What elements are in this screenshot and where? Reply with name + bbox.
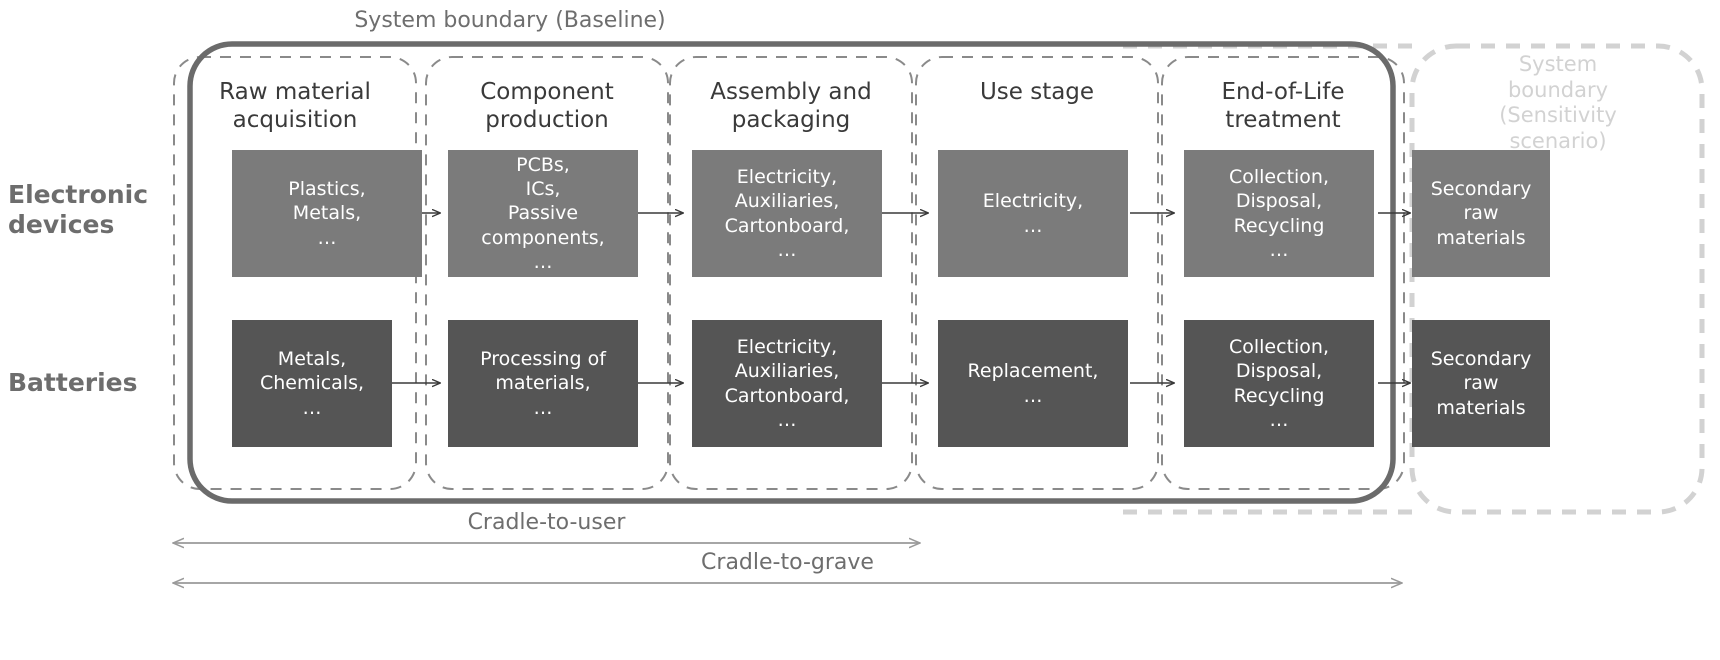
box-line: Auxiliaries,	[734, 190, 840, 213]
box-line: PCBs,	[516, 153, 570, 176]
box-line: Recycling	[1233, 384, 1325, 407]
process-box-electronic-devices-end-of-life-treatment: Collection, Disposal, Recycling …	[1184, 150, 1374, 277]
stage-header-line-1: Component	[480, 79, 614, 105]
box-line: …	[777, 238, 797, 261]
row-label-electronic-devices: Electronic devices	[8, 180, 184, 239]
span-label-cradle-to-user: Cradle-to-user	[467, 510, 626, 535]
row-label-line-2: devices	[8, 209, 115, 239]
box-line: Disposal,	[1235, 360, 1323, 383]
box-line: raw	[1463, 202, 1499, 225]
box-line: Secondary	[1430, 178, 1532, 201]
box-line: …	[1023, 214, 1043, 237]
box-line: …	[777, 408, 797, 431]
stage-header-raw-material-acquisition: Raw material acquisition	[176, 79, 414, 134]
stage-header-line-1: End-of-Life	[1221, 79, 1345, 105]
box-line: Collection,	[1228, 165, 1330, 188]
box-line: Replacement,	[967, 360, 1099, 383]
process-box-electronic-devices-assembly-and-packaging: Electricity, Auxiliaries, Cartonboard, …	[692, 150, 882, 277]
process-box-electronic-devices-component-production: PCBs, ICs, Passive components, …	[448, 150, 638, 277]
box-line: …	[1269, 408, 1289, 431]
box-line: Auxiliaries,	[734, 360, 840, 383]
span-label-cradle-to-grave: Cradle-to-grave	[701, 550, 874, 575]
process-box-batteries-end-of-life-treatment: Collection, Disposal, Recycling …	[1184, 320, 1374, 447]
process-box-electronic-devices-raw-material-acquisition: Plastics, Metals, …	[232, 150, 422, 277]
box-line: raw	[1463, 372, 1499, 395]
box-line: …	[302, 396, 322, 419]
sensitivity-title-line-1: System	[1518, 52, 1598, 76]
box-line: …	[1269, 238, 1289, 261]
stage-header-line-2: production	[485, 106, 609, 133]
stage-header-line-1: Use stage	[979, 79, 1095, 105]
process-box-batteries-secondary-raw-materials: Secondary raw materials	[1412, 320, 1550, 447]
box-line: Collection,	[1228, 335, 1330, 358]
stage-header-line-2: acquisition	[232, 106, 358, 133]
box-line: materials,	[495, 372, 591, 395]
stage-header-component-production: Component production	[428, 79, 666, 134]
box-line: Disposal,	[1235, 190, 1323, 213]
baseline-boundary-title: System boundary (Baseline)	[354, 8, 666, 33]
process-box-batteries-assembly-and-packaging: Electricity, Auxiliaries, Cartonboard, …	[692, 320, 882, 447]
box-line: ICs,	[525, 178, 561, 201]
process-box-electronic-devices-use-stage: Electricity, …	[938, 150, 1128, 277]
box-line: Processing of	[480, 348, 606, 371]
box-line: components,	[481, 226, 605, 249]
box-line: …	[1023, 384, 1043, 407]
box-line: …	[317, 226, 337, 249]
sensitivity-title-line-2: boundary	[1507, 77, 1609, 102]
row-label-line-1: Batteries	[8, 368, 138, 397]
box-line: …	[533, 250, 553, 273]
box-line: Metals,	[277, 348, 347, 371]
stage-header-assembly-and-packaging: Assembly and packaging	[672, 79, 910, 134]
box-line: Electricity,	[736, 165, 838, 188]
sensitivity-title-line-4: scenario)	[1509, 128, 1607, 153]
stage-header-use-stage: Use stage	[918, 79, 1156, 107]
box-line: materials	[1436, 396, 1526, 419]
sensitivity-boundary-title: System boundary (Sensitivity scenario)	[1412, 52, 1704, 154]
stage-header-line-2: treatment	[1225, 106, 1341, 133]
stage-header-line-1: Assembly and	[710, 79, 872, 105]
box-line: …	[533, 396, 553, 419]
process-box-batteries-component-production: Processing of materials, …	[448, 320, 638, 447]
stage-header-end-of-life-treatment: End-of-Life treatment	[1164, 79, 1402, 134]
sensitivity-title-line-3: (Sensitivity	[1499, 103, 1617, 128]
box-line: Cartonboard,	[724, 384, 850, 407]
box-line: materials	[1436, 226, 1526, 249]
row-label-line-1: Electronic	[8, 180, 149, 209]
process-box-batteries-raw-material-acquisition: Metals, Chemicals, …	[232, 320, 392, 447]
box-line: Passive	[507, 202, 579, 225]
box-line: Recycling	[1233, 214, 1325, 237]
box-line: Electricity,	[736, 335, 838, 358]
box-line: Cartonboard,	[724, 214, 850, 237]
box-line: Electricity,	[982, 190, 1084, 213]
row-label-batteries: Batteries	[8, 368, 184, 398]
box-line: Metals,	[292, 202, 362, 225]
box-line: Secondary	[1430, 348, 1532, 371]
process-box-batteries-use-stage: Replacement, …	[938, 320, 1128, 447]
process-box-electronic-devices-secondary-raw-materials: Secondary raw materials	[1412, 150, 1550, 277]
box-line: Chemicals,	[259, 372, 365, 395]
stage-header-line-1: Raw material	[219, 79, 371, 105]
box-line: Plastics,	[288, 178, 366, 201]
stage-header-line-2: packaging	[731, 106, 851, 133]
